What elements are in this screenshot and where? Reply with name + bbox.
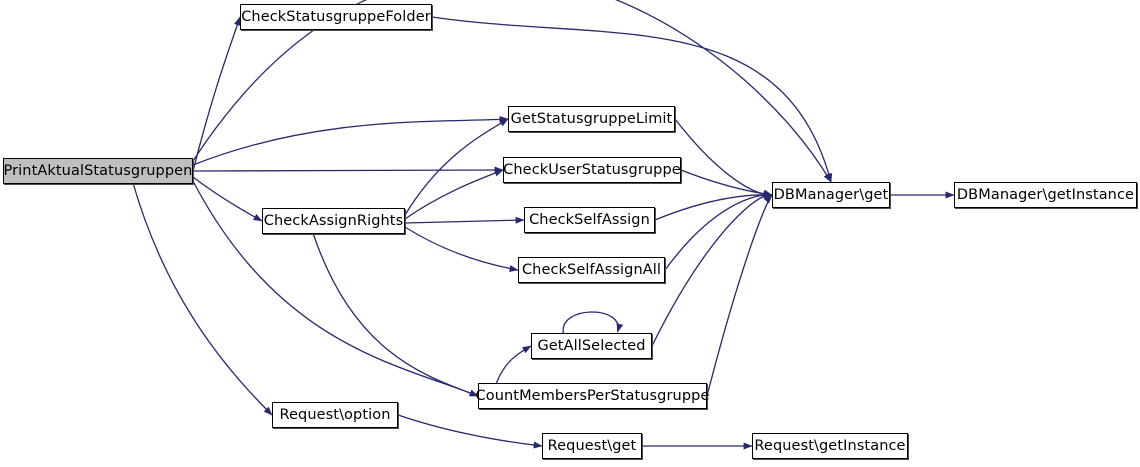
graph-node-label: DBManager\getInstance <box>956 186 1135 203</box>
graph-edge-print_aktual_statusgruppen-to-request_option <box>132 182 273 416</box>
graph-node-label: Request\get <box>547 437 637 454</box>
graph-edge-check_assign_rights-to-check_user_statusgruppe <box>404 169 504 220</box>
graph-node-dbmanager_get[interactable]: DBManager\get <box>772 182 890 208</box>
graph-edge-print_aktual_statusgruppen-to-count_members_per_statusgruppe <box>192 180 479 397</box>
graph-node-label: CheckUserStatusgruppe <box>503 161 681 178</box>
graph-node-dbmanager_get_instance[interactable]: DBManager\getInstance <box>954 182 1137 208</box>
graph-node-check_self_assign[interactable]: CheckSelfAssign <box>524 207 655 233</box>
graph-edge-count_members_per_statusgruppe-to-dbmanager_get <box>706 194 773 397</box>
graph-node-label: CheckStatusgruppeFolder <box>241 8 431 25</box>
graph-node-request_get_instance[interactable]: Request\getInstance <box>752 433 908 459</box>
graph-edge-print_aktual_statusgruppen-to-get_statusgruppe_limit <box>192 115 509 166</box>
graph-edge-count_members_per_statusgruppe-to-get_all_selected <box>495 345 532 384</box>
graph-edge-print_aktual_statusgruppen-to-dbmanager_get <box>192 0 832 183</box>
graph-edge-check_assign_rights-to-check_self_assign_all <box>404 226 519 272</box>
graph-edge-get_statusgruppe_limit-to-dbmanager_get <box>674 118 773 199</box>
graph-node-label: GetStatusgruppeLimit <box>510 110 673 127</box>
graph-node-check_user_statusgruppe[interactable]: CheckUserStatusgruppe <box>503 157 681 183</box>
graph-edge-check_assign_rights-to-check_self_assign <box>404 216 525 224</box>
graph-edge-check_self_assign-to-dbmanager_get <box>654 191 773 221</box>
graph-edge-print_aktual_statusgruppen-to-check_user_statusgruppe <box>192 166 504 174</box>
graph-node-label: Request\option <box>279 406 391 423</box>
graph-node-label: CheckSelfAssign <box>529 211 650 228</box>
graph-edge-get_all_selected-to-dbmanager_get <box>651 189 773 347</box>
graph-edge-get_all_selected-to-get_all_selected <box>562 311 624 335</box>
graph-node-label: CountMembersPerStatusgruppe <box>475 387 710 404</box>
graph-edge-request_option-to-request_get <box>397 414 543 449</box>
graph-node-get_all_selected[interactable]: GetAllSelected <box>531 333 652 359</box>
graph-node-label: DBManager\get <box>773 186 889 203</box>
graph-node-count_members_per_statusgruppe[interactable]: CountMembersPerStatusgruppe <box>475 383 710 409</box>
graph-node-check_self_assign_all[interactable]: CheckSelfAssignAll <box>518 257 665 283</box>
graph-node-print_aktual_statusgruppen[interactable]: PrintAktualStatusgruppen <box>3 158 193 184</box>
graph-node-label: PrintAktualStatusgruppen <box>3 162 193 179</box>
graph-edge-print_aktual_statusgruppen-to-check_assign_rights <box>192 176 263 222</box>
graph-node-get_statusgruppe_limit[interactable]: GetStatusgruppeLimit <box>508 106 675 132</box>
graph-node-check_assign_rights[interactable]: CheckAssignRights <box>262 208 405 234</box>
graph-node-label: Request\getInstance <box>754 437 906 454</box>
graph-edge-print_aktual_statusgruppen-to-check_statusgruppe_folder <box>192 16 241 172</box>
graph-node-request_option[interactable]: Request\option <box>272 402 398 428</box>
graph-node-label: CheckSelfAssignAll <box>521 261 662 278</box>
graph-edge-check_assign_rights-to-count_members_per_statusgruppe <box>312 232 479 397</box>
graph-node-request_get[interactable]: Request\get <box>542 433 642 459</box>
graph-edge-check_statusgruppe_folder-to-dbmanager_get <box>431 16 833 183</box>
graph-edge-check_assign_rights-to-get_statusgruppe_limit <box>404 118 509 216</box>
graph-node-label: GetAllSelected <box>537 337 646 354</box>
graph-node-check_statusgruppe_folder[interactable]: CheckStatusgruppeFolder <box>240 4 432 30</box>
graph-node-label: CheckAssignRights <box>263 212 404 229</box>
